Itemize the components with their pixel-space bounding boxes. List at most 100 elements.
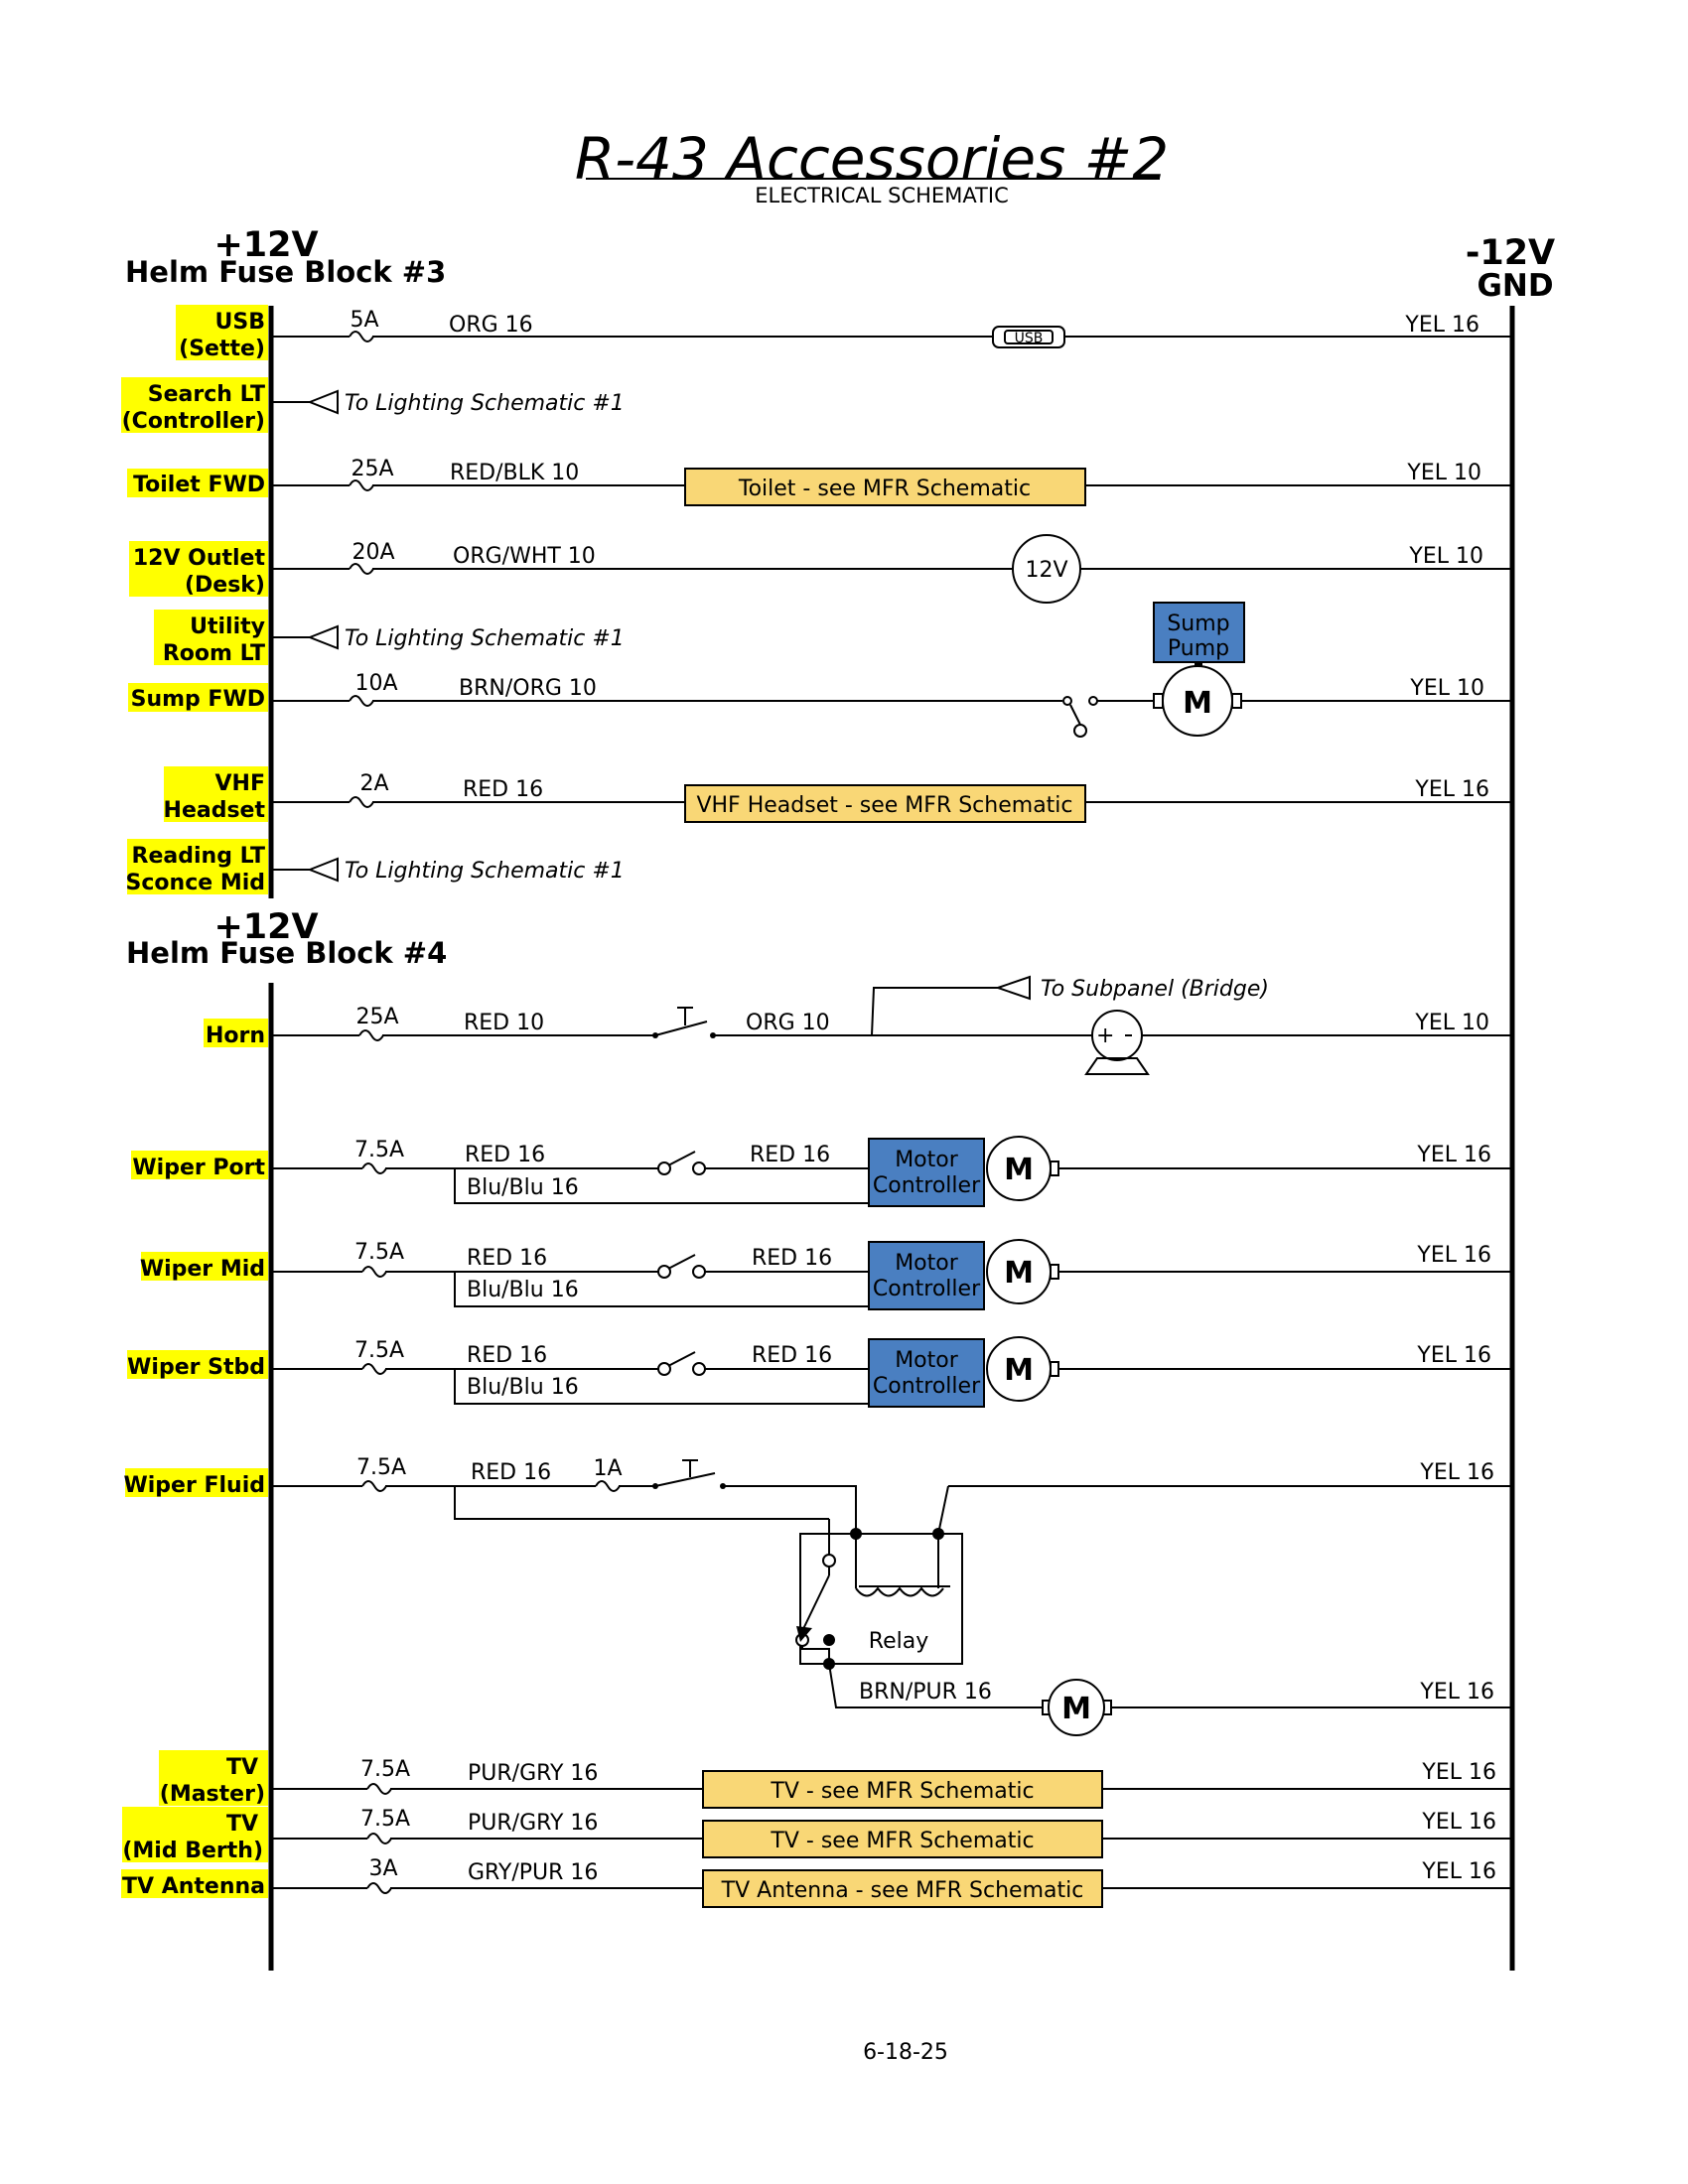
fuse-symbols: [349, 331, 621, 1894]
arrow-icon: [994, 975, 1031, 1001]
fuse-icon: [366, 1833, 392, 1844]
ground-wire-label: YEL 16: [1421, 1760, 1496, 1785]
positive-voltage-label: +12V: [213, 225, 318, 265]
ground-wire-label: YEL 16: [1416, 1143, 1491, 1167]
reference-arrows: [307, 389, 1031, 1001]
sump-pump-label: Pump: [1168, 636, 1229, 661]
wiper-fluid-assembly: Relay M: [652, 1459, 1112, 1736]
label-highlights: [121, 305, 268, 1898]
circuit-label: TV Antenna: [122, 1874, 265, 1899]
ground-wire-label: YEL 10: [1406, 461, 1481, 485]
controller-label: Motor: [895, 1348, 959, 1373]
circuit-label: Horn: [206, 1024, 265, 1048]
fuse-icon: [361, 1480, 387, 1492]
fuse-icon: [361, 1266, 387, 1278]
controller-label: Controller: [873, 1374, 981, 1399]
controller-label: Motor: [895, 1148, 959, 1172]
wire-label: RED 16: [750, 1143, 830, 1167]
fuse-icon: [349, 695, 374, 707]
circuit-label: Wiper Fluid: [123, 1473, 265, 1498]
wire-label: RED 16: [463, 777, 543, 802]
motor-icon: M: [1004, 1256, 1034, 1291]
circuit-label: Sump FWD: [131, 687, 265, 712]
fuse-icon: [361, 1162, 387, 1174]
reference-label: To Lighting Schematic #1: [345, 626, 625, 651]
relay-label: Relay: [869, 1629, 928, 1654]
wire-label: PUR/GRY 16: [468, 1761, 598, 1786]
ground-wire-label: YEL 10: [1408, 544, 1483, 569]
wire-label: GRY/PUR 16: [468, 1860, 598, 1885]
load-box-label: TV - see MFR Schematic: [770, 1829, 1034, 1853]
controller-label: Motor: [895, 1251, 959, 1276]
ground-wire-label: YEL 16: [1416, 1243, 1491, 1268]
circuit-label: (Mid Berth): [122, 1839, 263, 1863]
wire-label: RED 16: [752, 1343, 832, 1368]
circuit-label: Reading LT: [132, 844, 265, 869]
wire-label: PUR/GRY 16: [468, 1811, 598, 1836]
page-subtitle: ELECTRICAL SCHEMATIC: [755, 184, 1009, 207]
fuse-rating: 20A: [352, 540, 394, 565]
fuse-rating: 2A: [359, 771, 388, 796]
ground-wire-label: YEL 16: [1416, 1343, 1491, 1368]
wire-label: Blu/Blu 16: [467, 1375, 579, 1400]
fuse-rating: 7.5A: [354, 1138, 404, 1162]
wire-label: Blu/Blu 16: [467, 1278, 579, 1302]
horn-polarity: +: [1096, 1024, 1114, 1048]
fuse-rating: 25A: [351, 457, 393, 481]
fuse-rating: 10A: [354, 671, 397, 696]
negative-voltage-label: -12V: [1466, 233, 1555, 273]
wiper-motors: M M M: [986, 1136, 1059, 1402]
circuit-label: TV: [226, 1812, 258, 1837]
wire-label: ORG 16: [449, 313, 533, 338]
positive-voltage-label-block4: +12V: [213, 907, 318, 947]
circuit-label: VHF: [215, 771, 265, 796]
wire-label: RED/BLK 10: [450, 461, 579, 485]
circuit-label: 12V Outlet: [133, 546, 266, 571]
circuit-label: (Desk): [185, 573, 265, 598]
circuit-label: Search LT: [148, 382, 265, 407]
motor-icon: M: [1061, 1692, 1091, 1726]
arrow-icon: [307, 857, 339, 883]
fuse-icon: [595, 1480, 621, 1492]
fuse-rating: 7.5A: [360, 1757, 410, 1782]
wire-label: RED 16: [467, 1246, 547, 1271]
wire-label: BRN/PUR 16: [859, 1680, 992, 1705]
fuse-icon: [349, 331, 374, 342]
circuit-labels: USB (Sette) Search LT (Controller) Toile…: [122, 310, 266, 1899]
wire-label: RED 16: [465, 1143, 545, 1167]
page-title: R-43 Accessories #2: [575, 125, 1169, 193]
circuit-label: (Controller): [122, 409, 265, 434]
wiring: [271, 336, 1512, 1889]
ground-wire-label: YEL 16: [1419, 1680, 1494, 1705]
wire-label: Blu/Blu 16: [467, 1175, 579, 1200]
arrow-icon: [307, 624, 339, 650]
circuit-label: (Master): [160, 1782, 265, 1807]
circuit-label: Wiper Mid: [140, 1257, 265, 1282]
circuit-label: Sconce Mid: [126, 871, 265, 895]
motor-icon: M: [1004, 1353, 1034, 1388]
sump-pump-label: Sump: [1167, 612, 1229, 636]
fuse-icon: [349, 479, 374, 491]
ground-wire-label: YEL 16: [1404, 313, 1479, 338]
ground-wire-label: YEL 10: [1409, 676, 1484, 701]
load-box-label: TV - see MFR Schematic: [770, 1779, 1034, 1804]
circuit-label: Toilet FWD: [133, 473, 265, 497]
reference-label: To Lighting Schematic #1: [345, 391, 625, 416]
ground-wire-label: YEL 16: [1419, 1460, 1494, 1485]
fuse-rating: 25A: [355, 1005, 398, 1029]
motor-icon: M: [1183, 686, 1212, 721]
load-boxes: Toilet - see MFR Schematic VHF Headset -…: [684, 468, 1103, 1908]
controller-label: Controller: [873, 1173, 981, 1198]
reference-label: To Lighting Schematic #1: [345, 859, 625, 884]
fuse-rating: 5A: [350, 308, 378, 333]
sump-pump: Sump Pump M: [1062, 602, 1245, 738]
fuse-block-4-label: Helm Fuse Block #4: [126, 936, 447, 970]
circuit-label: Room LT: [163, 641, 265, 666]
fuse-rating: 1A: [593, 1456, 622, 1481]
wire-label: RED 10: [464, 1011, 544, 1035]
fuse-icon: [349, 563, 374, 575]
wire-labels: ORG 16 RED/BLK 10 ORG/WHT 10 BRN/ORG 10 …: [449, 313, 992, 1885]
load-box-label: TV Antenna - see MFR Schematic: [721, 1878, 1084, 1903]
circuit-label: Utility: [190, 614, 265, 639]
